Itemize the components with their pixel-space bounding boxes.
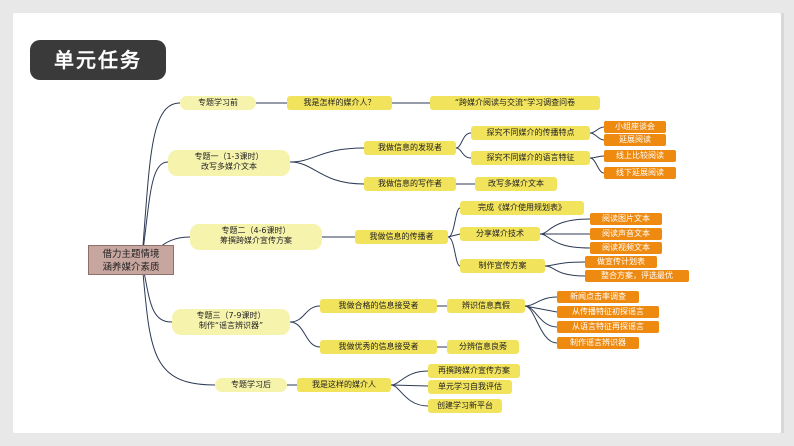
node-media-plan-form: 完成《媒介使用规划表》: [460, 201, 584, 215]
leaf-click-rate-survey: 新闻点击率调查: [557, 291, 639, 303]
topic-unit-one: 专题一（1-3课时） 改写多媒介文本: [168, 150, 290, 176]
node-make-promo-plan: 制作宣传方案: [460, 259, 545, 273]
leaf-rewrite-promo-plan: 再撰跨媒介宣传方案: [428, 364, 520, 378]
node-explore-language-features: 探究不同媒介的语言特征: [471, 151, 590, 165]
topic-unit-two: 专题二（4-6课时） 筹撰跨媒介宣传方案: [190, 224, 322, 250]
topic-after-study: 专题学习后: [215, 378, 287, 392]
leaf-rumor-detector: 制作谣言辨识器: [557, 337, 639, 349]
node-distinguish-truth: 辨识信息真假: [447, 299, 525, 313]
leaf-new-learning-platform: 创建学习新平台: [428, 399, 502, 413]
leaf-online-comparative-reading: 线上比较阅读: [604, 150, 676, 162]
leaf-integrate-and-select: 整合方案，评选最优: [585, 270, 689, 282]
leaf-read-image-texts: 阅读图片文本: [590, 213, 662, 225]
topic-unit-one-line-2: 改写多媒介文本: [201, 162, 257, 171]
leaf-offline-extended-reading: 线下延展阅读: [604, 167, 676, 179]
root-line-1: 借力主题情境: [102, 249, 160, 260]
topic-unit-three: 专题三（7-9课时） 制作“谣言辨识器”: [172, 309, 290, 335]
node-explore-channel-features: 探究不同媒介的传播特点: [471, 126, 590, 140]
leaf-self-assessment: 单元学习自我评估: [428, 380, 512, 394]
node-info-discoverer: 我做信息的发现者: [364, 141, 456, 155]
leaf-read-audio-texts: 阅读声音文本: [590, 228, 662, 240]
leaf-read-video-texts: 阅读视频文本: [590, 242, 662, 254]
node-info-writer: 我做信息的写作者: [364, 177, 456, 191]
root-line-2: 涵养媒介素质: [102, 261, 160, 273]
node-excellent-receiver: 我做优秀的信息接受者: [320, 340, 437, 354]
topic-unit-three-line-1: 专题三（7-9课时）: [196, 311, 266, 320]
node-share-media-skills: 分享媒介技术: [460, 227, 540, 241]
node-rewrite-texts: 改写多媒介文本: [475, 177, 557, 191]
leaf-extended-reading: 延展阅读: [604, 134, 666, 146]
leaf-rumor-by-language: 从语言特征再探谣言: [557, 321, 659, 333]
unit-task-badge: 单元任务: [30, 40, 166, 80]
slide-side-bar: [781, 13, 784, 433]
leaf-rumor-by-spread: 从传播特征初探谣言: [557, 306, 659, 318]
topic-unit-two-line-1: 专题二（4-6课时）: [221, 226, 291, 235]
root-node: 借力主题情境 涵养媒介素质: [88, 245, 174, 275]
topic-unit-three-line-2: 制作“谣言辨识器”: [198, 321, 264, 330]
node-what-media-person: 我是怎样的媒介人？: [287, 96, 392, 110]
node-survey: “跨媒介阅读与交流”学习调查问卷: [430, 96, 600, 110]
topic-unit-two-line-2: 筹撰跨媒介宣传方案: [220, 236, 292, 245]
topic-before-study: 专题学习前: [180, 96, 256, 110]
topic-unit-one-line-1: 专题一（1-3课时）: [194, 152, 264, 161]
node-qualified-receiver: 我做合格的信息接受者: [320, 299, 437, 313]
node-info-spreader: 我做信息的传播者: [355, 230, 448, 244]
node-judge-info-quality: 分辨信息良莠: [447, 340, 519, 354]
node-this-media-person: 我是这样的媒介人: [297, 378, 391, 392]
leaf-group-discussion: 小组座谈会: [604, 121, 666, 133]
leaf-promo-schedule: 做宣传计划表: [585, 256, 657, 268]
